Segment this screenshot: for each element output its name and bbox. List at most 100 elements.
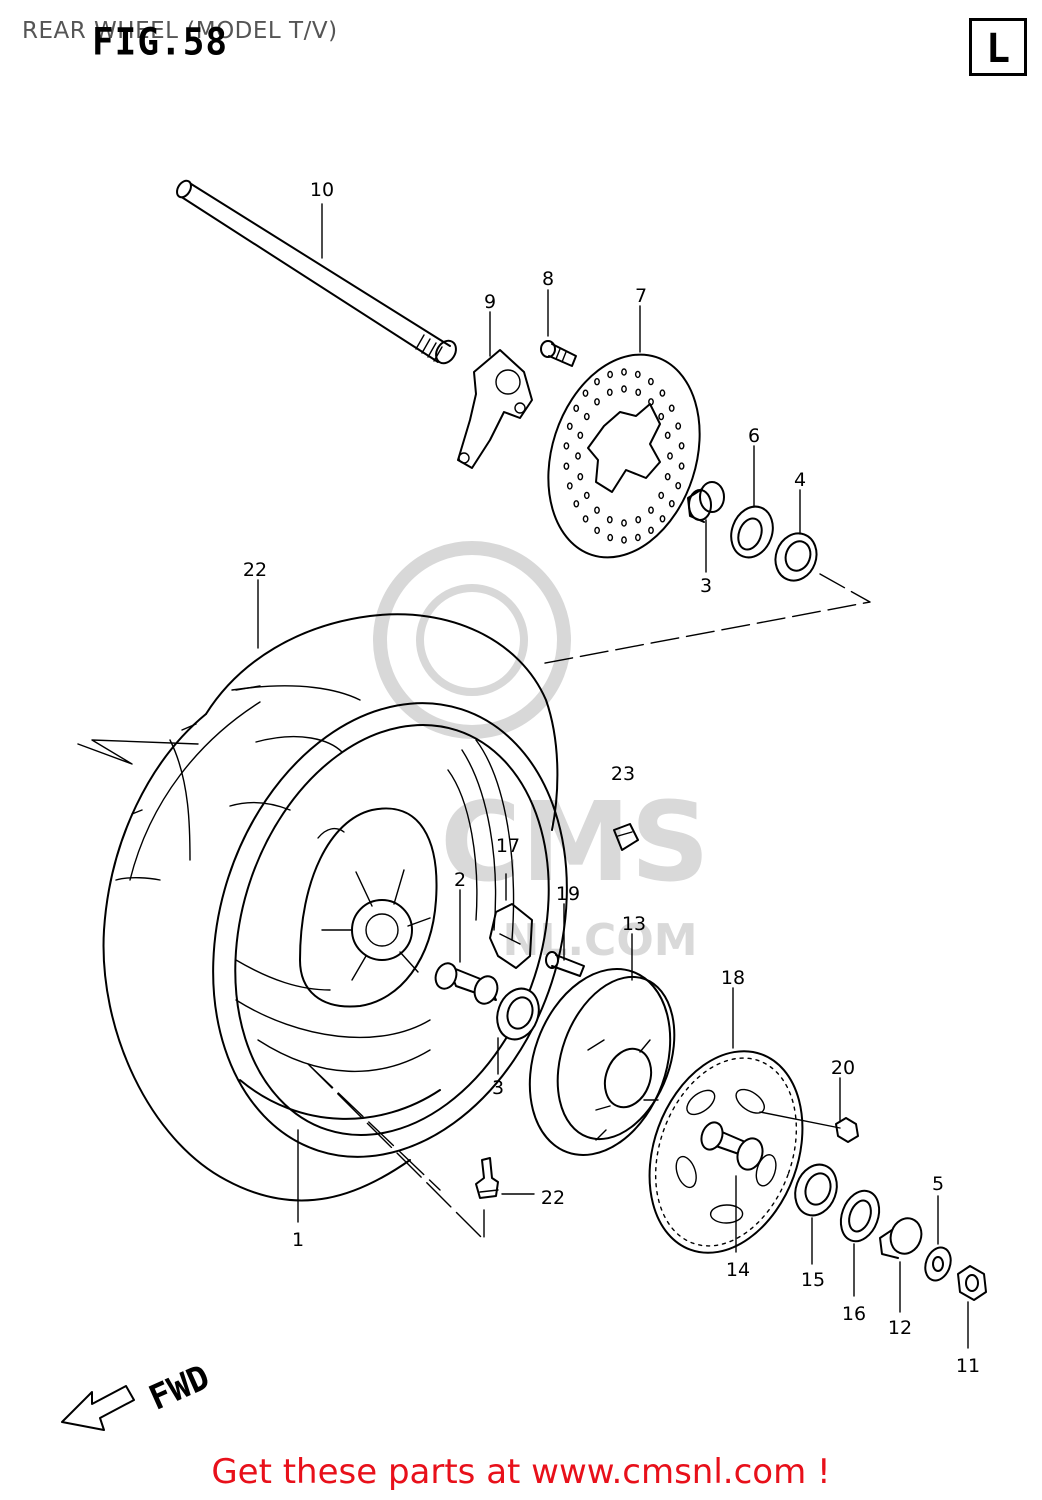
part-spacer-12: [879, 1217, 923, 1259]
callout-2: 2: [454, 869, 466, 891]
part-spacer-11: [687, 481, 725, 523]
part-bracket-7: [457, 349, 533, 469]
disc-drill-hole: [594, 398, 600, 406]
part-spacer-2: [434, 962, 499, 1005]
disc-drill-hole: [648, 506, 654, 514]
callout-5: 7: [635, 285, 647, 307]
callout-11: 3: [700, 575, 712, 597]
callout-3-lower: 3: [492, 1077, 504, 1099]
disc-drill-hole: [668, 404, 675, 412]
callout-20: 20: [831, 1057, 855, 1079]
callout-13: 13: [622, 913, 646, 935]
callout-10: 11: [956, 1355, 980, 1377]
disc-drill-hole: [594, 526, 600, 535]
disc-drill-hole: [634, 370, 641, 379]
disc-drill-hole: [678, 462, 685, 470]
disc-drill-hole: [563, 462, 570, 470]
disc-drill-hole: [577, 431, 584, 439]
watermark-domain: NL.COM: [502, 915, 697, 966]
callout-9: 5: [932, 1173, 944, 1195]
callout-22: 22: [541, 1187, 565, 1209]
callout-7: 9: [484, 291, 496, 313]
part-bearing-15: [794, 1163, 838, 1217]
disc-drill-hole: [658, 412, 665, 421]
disc-drill-hole: [566, 422, 573, 430]
part-oil-seal-4: [730, 505, 774, 559]
part-nut-20: [835, 1117, 859, 1143]
disc-drill-hole: [575, 452, 581, 460]
callout-12: 12: [888, 1317, 912, 1339]
disc-drill-hole: [664, 473, 671, 481]
section-letter: L: [985, 26, 1011, 72]
part-axle-8: [176, 179, 457, 365]
callout-14: 14: [726, 1259, 750, 1281]
disc-drill-hole: [607, 533, 614, 542]
part-wheel-1: [212, 702, 568, 1158]
disc-drill-hole: [675, 482, 682, 490]
callout-17: 17: [496, 835, 520, 857]
callout-15: 15: [801, 1269, 825, 1291]
part-brake-disc-5: [547, 353, 701, 559]
part-bolt-6: [540, 340, 577, 367]
disc-drill-hole: [573, 404, 580, 412]
callout-19: 19: [556, 883, 580, 905]
disc-drill-hole: [566, 482, 573, 490]
disc-drill-hole: [635, 388, 642, 396]
part-sprocket-18: [648, 1050, 804, 1254]
part-damper-17: [489, 903, 533, 969]
forward-arrow: FWD: [61, 1357, 216, 1431]
disc-drill-hole: [678, 442, 685, 450]
part-sleeve-14: [700, 1121, 764, 1171]
part-bearing-3-upper: [774, 532, 818, 582]
disc-drill-hole: [582, 515, 589, 523]
disc-drill-hole: [582, 389, 589, 397]
part-oil-seal-16: [839, 1189, 881, 1243]
part-clip-23: [613, 823, 639, 851]
disc-drill-hole: [621, 385, 627, 393]
disc-drill-hole: [648, 526, 654, 534]
cms-watermark: CMS NL.COM: [373, 541, 710, 966]
disc-drill-hole: [648, 377, 654, 386]
page-title: REAR WHEEL (MODEL T/V): [22, 18, 338, 44]
sprocket-lightening-hole: [709, 1204, 744, 1224]
disc-drill-hole: [607, 370, 613, 379]
disc-drill-hole: [635, 516, 642, 524]
disc-drill-hole: [583, 491, 590, 500]
disc-drill-hole: [635, 533, 641, 542]
disc-drill-hole: [621, 536, 627, 544]
promo-link[interactable]: Get these parts at www.cmsnl.com !: [211, 1452, 831, 1492]
callout-4: 6: [748, 425, 760, 447]
disc-drill-hole: [621, 519, 627, 527]
callout-21: 22: [243, 559, 267, 581]
disc-drill-hole: [583, 412, 590, 421]
disc-drill-hole: [675, 422, 682, 430]
part-valve-22: [475, 1157, 499, 1199]
disc-drill-hole: [563, 442, 570, 450]
part-washer-9: [924, 1246, 952, 1282]
leader-lines: [77, 203, 969, 1349]
callout-18: 18: [721, 967, 745, 989]
callout-3-upper: 4: [794, 469, 806, 491]
disc-drill-hole: [659, 389, 666, 397]
disc-drill-hole: [668, 500, 675, 508]
disc-drill-hole: [648, 398, 654, 406]
part-bearing-3-lower: [496, 987, 540, 1041]
part-bolt-19: [545, 951, 585, 977]
part-nut-10: [957, 1265, 987, 1301]
disc-drill-hole: [659, 515, 666, 523]
figure-number: FIG.58: [92, 20, 229, 65]
section-badge: L: [969, 18, 1027, 76]
disc-drill-hole: [658, 491, 665, 500]
sprocket-lightening-hole: [675, 1155, 697, 1189]
disc-drill-hole: [664, 431, 671, 439]
disc-drill-hole: [667, 452, 673, 460]
disc-drill-hole: [606, 516, 613, 524]
disc-drill-hole: [621, 368, 627, 376]
disc-drill-hole: [594, 378, 600, 386]
part-tire-21: [102, 613, 559, 1202]
exploded-parts-diagram: CMS NL.COM: [61, 179, 987, 1431]
disc-drill-hole: [594, 506, 600, 514]
disc-drill-hole: [577, 473, 584, 481]
fwd-label: FWD: [143, 1357, 215, 1419]
callout-labels: 10 8 9 7 6 4 3 22 23 17 2 19 13 18 20 3 …: [243, 179, 980, 1377]
